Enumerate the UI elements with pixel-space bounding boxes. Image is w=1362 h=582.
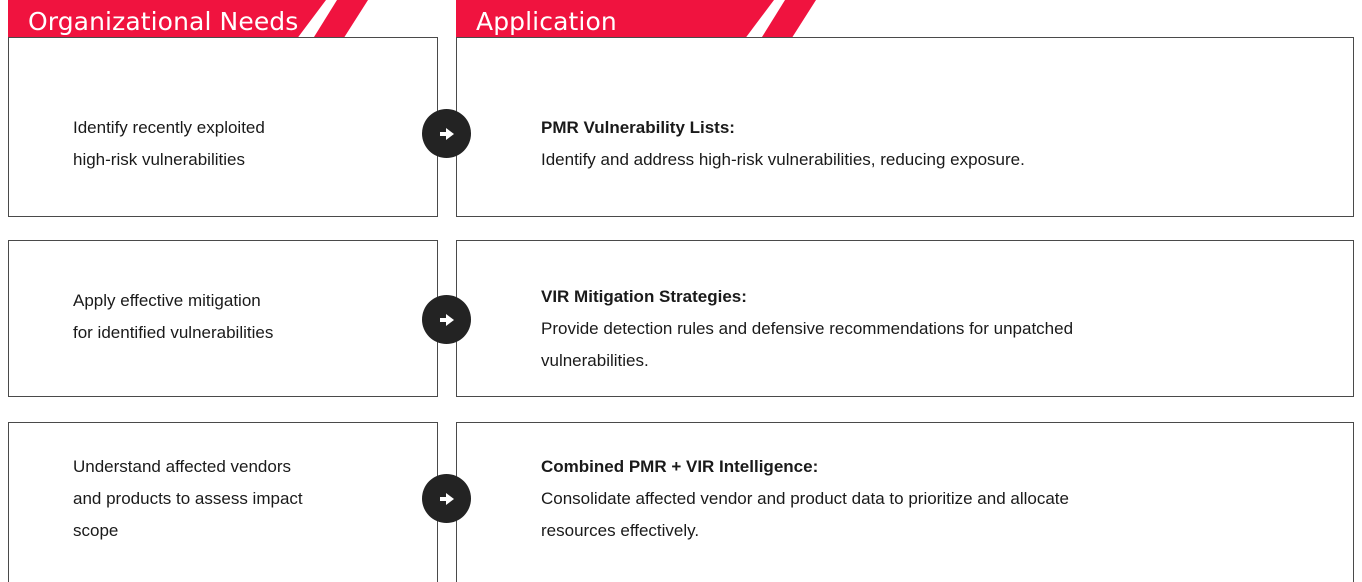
row-3-arrow xyxy=(422,474,471,523)
need-line: high-risk vulnerabilities xyxy=(73,150,245,169)
row-2-arrow xyxy=(422,295,471,344)
need-line: and products to assess impact xyxy=(73,489,303,508)
header-needs-label: Organizational Needs xyxy=(28,7,299,36)
need-line: Identify recently exploited xyxy=(73,118,265,137)
application-line: Provide detection rules and defensive re… xyxy=(541,319,1074,338)
application-line: Identify and address high-risk vulnerabi… xyxy=(541,150,1025,169)
application-line: resources effectively. xyxy=(541,521,700,540)
need-text-2: Apply effective mitigation for identifie… xyxy=(73,285,273,349)
application-title-2: VIR Mitigation Strategies: xyxy=(541,287,747,306)
header-application: Application xyxy=(456,0,816,66)
arrow-right-icon xyxy=(439,313,454,326)
arrow-right-icon xyxy=(439,127,454,140)
application-desc-2: Provide detection rules and defensive re… xyxy=(541,313,1073,377)
row-1-arrow xyxy=(422,109,471,158)
application-desc-1: Identify and address high-risk vulnerabi… xyxy=(541,144,1025,176)
need-line: Understand affected vendors xyxy=(73,457,291,476)
application-title-1: PMR Vulnerability Lists: xyxy=(541,118,735,137)
need-line: Apply effective mitigation xyxy=(73,291,261,310)
arrow-right-icon xyxy=(439,492,454,505)
need-line: scope xyxy=(73,521,119,540)
header-application-label: Application xyxy=(476,7,617,36)
application-box-2: VIR Mitigation Strategies: Provide detec… xyxy=(456,240,1354,397)
application-box-1: PMR Vulnerability Lists: Identify and ad… xyxy=(456,37,1354,217)
need-box-1: Identify recently exploited high-risk vu… xyxy=(8,37,438,217)
need-box-3: Understand affected vendors and products… xyxy=(8,422,438,582)
application-box-3: Combined PMR + VIR Intelligence: Consoli… xyxy=(456,422,1354,582)
application-desc-3: Consolidate affected vendor and product … xyxy=(541,483,1069,547)
need-line: for identified vulnerabilities xyxy=(73,323,274,342)
application-title-3: Combined PMR + VIR Intelligence: xyxy=(541,457,819,476)
header-organizational-needs: Organizational Needs xyxy=(8,0,368,66)
need-text-1: Identify recently exploited high-risk vu… xyxy=(73,112,265,176)
need-text-3: Understand affected vendors and products… xyxy=(73,451,303,547)
need-box-2: Apply effective mitigation for identifie… xyxy=(8,240,438,397)
application-line: Consolidate affected vendor and product … xyxy=(541,489,1069,508)
application-line: vulnerabilities. xyxy=(541,351,649,370)
